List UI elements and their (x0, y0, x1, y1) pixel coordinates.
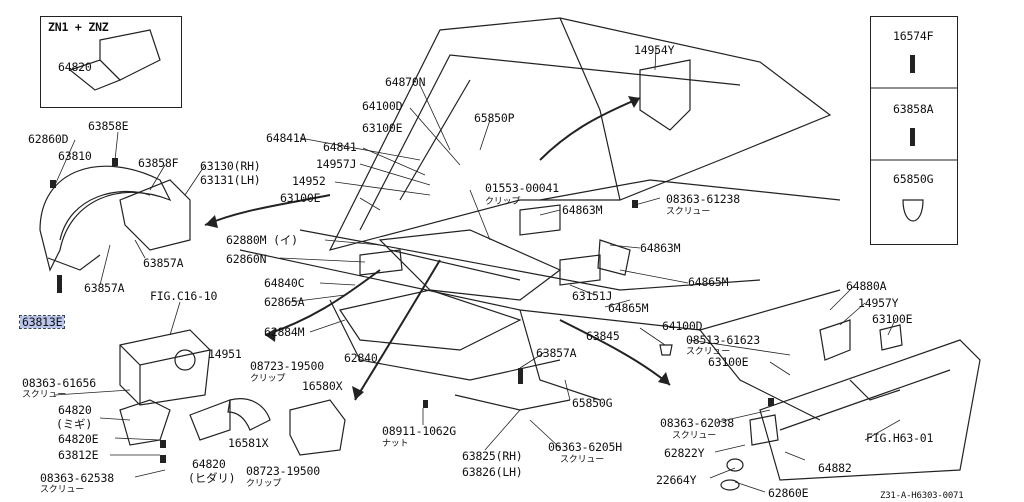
part-label-64840C: 64840C (264, 276, 305, 290)
part-label-08723-a: 08723-19500 (250, 359, 324, 373)
part-label-64882: 64882 (818, 461, 852, 475)
part-label-63858F: 63858F (138, 156, 179, 170)
part-label-63812E: 63812E (58, 448, 99, 462)
note-screw-62538: スクリュー (40, 485, 85, 495)
arrow-to-fender (204, 194, 331, 226)
part-label-62860E: 62860E (768, 486, 809, 500)
part-label-62865A: 62865A (264, 295, 305, 309)
part-label-63813E-highlighted[interactable]: 63813E (18, 315, 66, 329)
part-label-65850G: 65850G (893, 172, 934, 186)
note-screw-6205H: スクリュー (560, 455, 605, 465)
figure-ref-c16-10[interactable]: FIG.C16-10 (150, 289, 218, 303)
part-label-22664Y: 22664Y (656, 473, 697, 487)
part-label-14952: 14952 (292, 174, 326, 188)
undertray (339, 289, 522, 351)
part-label-08723-b: 08723-19500 (246, 464, 320, 478)
part-label-64841: 64841 (323, 140, 357, 154)
footer-code: Z31-A-H6303-0071 (880, 491, 964, 501)
note-clip-01553: クリップ (485, 197, 521, 207)
part-label-08363-62538: 08363-62538 (40, 471, 114, 485)
fender-liner (39, 165, 172, 272)
part-label-65850G: 65850G (572, 396, 613, 410)
part-label-63858A: 63858A (893, 102, 934, 116)
engine-bay-frame (239, 249, 841, 331)
part-label-65850P: 65850P (474, 111, 515, 125)
part-label-64820-migi-sub: (ミギ) (56, 417, 93, 431)
side-rail (759, 339, 981, 481)
part-label-08363-61656: 08363-61656 (22, 376, 96, 390)
arrow-to-airbox (264, 269, 381, 336)
part-label-64100D-right: 64100D (662, 319, 703, 333)
part-label-63857A-fender: 63857A (143, 256, 184, 270)
part-label-63130: 63130(RH) (200, 159, 261, 173)
inset-box-fasteners (870, 16, 958, 245)
part-label-63131: 63131(LH) (200, 173, 261, 187)
note-nut-08911: ナット (382, 439, 409, 449)
part-label-62840: 62840 (344, 351, 378, 365)
part-label-16580X: 16580X (302, 379, 343, 393)
part-label-08363-61238: 08363-61238 (666, 192, 740, 206)
part-label-64820-hidari: 64820 (192, 457, 226, 471)
part-label-62860D: 62860D (28, 132, 69, 146)
part-label-63826: 63826(LH) (462, 465, 523, 479)
part-label-64865M-a: 64865M (688, 275, 729, 289)
part-label-63825: 63825(RH) (462, 449, 523, 463)
part-label-63100E-a: 63100E (362, 121, 403, 135)
part-label-63857A-left: 63857A (84, 281, 125, 295)
part-label-64820-hidari-sub: (ヒダリ) (188, 471, 236, 485)
part-label-64880A: 64880A (846, 279, 887, 293)
part-label-08363-62038: 08363-62038 (660, 416, 734, 430)
figure-ref-h63-01[interactable]: FIG.H63-01 (866, 431, 934, 445)
part-label-62880M: 62880M (イ) (226, 233, 298, 247)
part-label-14954Y: 14954Y (634, 43, 675, 57)
part-label-63151J: 63151J (572, 289, 613, 303)
part-label-16574F: 16574F (893, 29, 934, 43)
part-label-63100E-d: 63100E (872, 312, 913, 326)
note-clip-08723-a: クリップ (250, 374, 286, 384)
part-label-64820-migi: 64820 (58, 403, 92, 417)
part-label-64100D: 64100D (362, 99, 403, 113)
support-bar (378, 229, 562, 301)
part-label-08911: 08911-1062G (382, 424, 456, 438)
inset-box-zn1 (40, 16, 182, 108)
part-label-01553: 01553-00041 (485, 181, 559, 195)
part-label-63100E-c: 63100E (708, 355, 749, 369)
note-screw-62038: スクリュー (672, 431, 717, 441)
part-label-08513-61623: 08513-61623 (686, 333, 760, 347)
part-label-14957Y: 14957Y (858, 296, 899, 310)
inset-part-64820: 64820 (58, 60, 92, 74)
part-label-14951: 14951 (208, 347, 242, 361)
inset-title: ZN1 + ZNZ (48, 20, 109, 34)
part-label-62860N: 62860N (226, 252, 267, 266)
part-label-63857A-center: 63857A (536, 346, 577, 360)
part-label-63810: 63810 (58, 149, 92, 163)
part-label-62884M: 62884M (264, 325, 305, 339)
part-label-63845: 63845 (586, 329, 620, 343)
arrow-to-undertray (354, 259, 441, 401)
arrow-to-hood-bracket (539, 97, 641, 161)
part-label-64841A: 64841A (266, 131, 307, 145)
part-label-16581X: 16581X (228, 436, 269, 450)
part-label-64863M-b: 64863M (640, 241, 681, 255)
part-label-06363-6205H: 06363-6205H (548, 440, 622, 454)
part-label-64865M-b: 64865M (608, 301, 649, 315)
part-label-14957J: 14957J (316, 157, 357, 171)
part-label-63100E-b: 63100E (280, 191, 321, 205)
part-label-64870N: 64870N (385, 75, 426, 89)
note-screw-61623: スクリュー (686, 347, 731, 357)
part-label-62822Y: 62822Y (664, 446, 705, 460)
hood-outline (328, 17, 832, 251)
note-clip-08723-b: クリップ (246, 479, 282, 489)
arrow-to-rail (559, 319, 671, 386)
note-screw-61238: スクリュー (666, 207, 711, 217)
part-label-64820E: 64820E (58, 432, 99, 446)
part-label-64863M-a: 64863M (562, 203, 603, 217)
note-screw-61656: スクリュー (22, 390, 67, 400)
air-cleaner (119, 329, 211, 406)
part-label-63858E: 63858E (88, 119, 129, 133)
